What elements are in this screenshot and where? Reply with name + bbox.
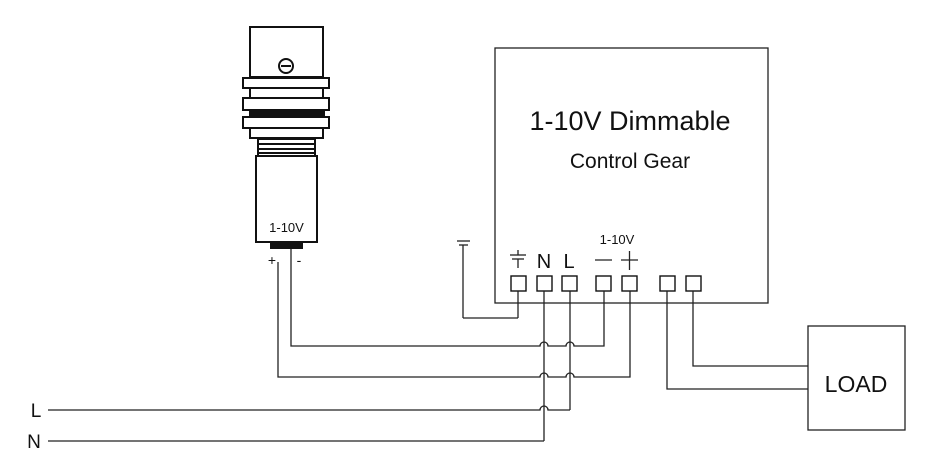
wire-sensor-plus [277,262,631,378]
earth-terminal-symbol [510,250,526,268]
dim-input-label: 1-10V [600,232,635,247]
load-box [807,325,906,431]
mains-neutral-label: N [27,432,41,453]
live-terminal-label: L [563,251,574,273]
control-gear-subtitle: Control Gear [570,150,690,173]
sensor-minus-label: - [297,252,302,268]
wire-output-2 [692,291,808,367]
terminal-dim-minus [595,275,612,292]
sensor-gasket [249,110,325,116]
plus-terminal-symbol [621,251,638,270]
sensor-device: 1-10V + - [242,26,330,268]
terminal-neutral [536,275,553,292]
wire-mains-live [48,405,570,411]
terminal-live [561,275,578,292]
control-gear: 1-10V Dimmable Control Gear 1-10V N L [494,47,769,304]
wire-sensor-minus [290,249,605,347]
sensor-label: 1-10V [269,220,304,235]
wire-output-1 [666,291,808,390]
terminal-earth [510,275,527,292]
control-gear-title: 1-10V Dimmable [529,106,730,136]
load-device: LOAD [807,325,906,431]
terminal-output-2 [685,275,702,292]
sensor-lead-exit [270,243,303,249]
sensor-ring-top [242,77,330,89]
neutral-terminal-label: N [537,251,551,273]
sensor-body [255,155,318,243]
terminal-output-1 [659,275,676,292]
load-label: LOAD [825,371,888,397]
terminal-dim-plus [621,275,638,292]
earth-ground-symbol [457,240,519,319]
mains-live-label: L [31,401,42,422]
sensor-plus-label: + [268,252,276,268]
